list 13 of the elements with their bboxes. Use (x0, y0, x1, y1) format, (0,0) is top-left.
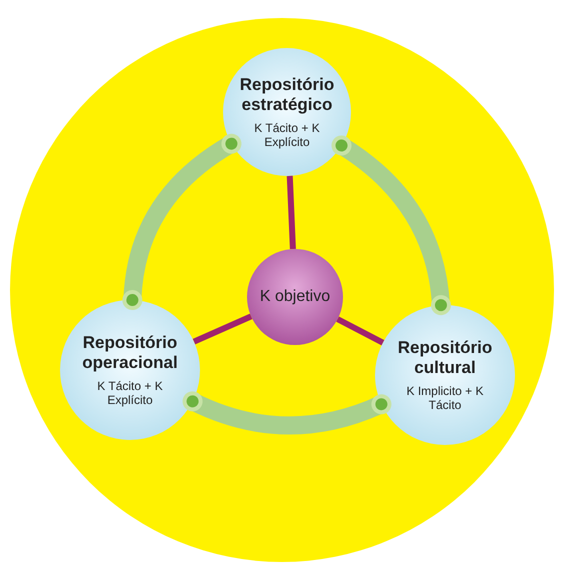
node-heading: Repositório estratégico (238, 75, 336, 115)
node-text: K Implicito + K Tácito (406, 384, 484, 412)
connector-line (336, 316, 384, 346)
node-text: K Tácito + K Explícito (253, 121, 321, 149)
connector-line (286, 176, 296, 250)
node-heading: Repositório operacional (81, 333, 179, 373)
band-connector (122, 134, 242, 310)
node-label: K objetivo (260, 288, 330, 306)
node-heading: Repositório cultural (396, 338, 494, 378)
connector-line (192, 314, 252, 344)
node-text: K Tácito + K Explícito (96, 379, 164, 407)
band-connector (182, 391, 392, 434)
band-connector (332, 136, 451, 316)
